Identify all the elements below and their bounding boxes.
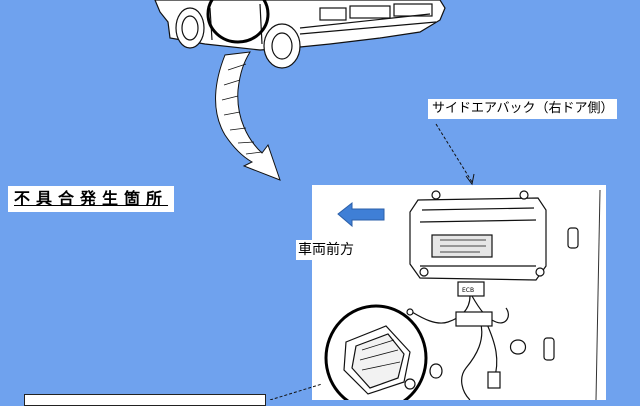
car-zoom-circle	[206, 0, 270, 44]
left-arrow-icon	[337, 201, 385, 228]
vehicle-front-label: 車両前方	[296, 240, 356, 260]
airbag-leader-line	[435, 123, 473, 183]
side-airbag-module: ECB	[409, 190, 547, 297]
bottom-callout-box	[24, 394, 266, 406]
curved-hatched-arrow-icon	[215, 51, 281, 181]
door-slots	[543, 227, 579, 361]
svg-text:ECB: ECB	[462, 287, 474, 294]
side-airbag-label: サイドエアバック（右ドア側）	[428, 99, 618, 119]
defect-location-label: 不具合発生箇所	[8, 186, 175, 212]
car-illustration	[154, 0, 446, 69]
wiring-harness	[406, 295, 527, 400]
control-unit	[343, 325, 416, 395]
bottom-leader-line	[269, 383, 323, 400]
